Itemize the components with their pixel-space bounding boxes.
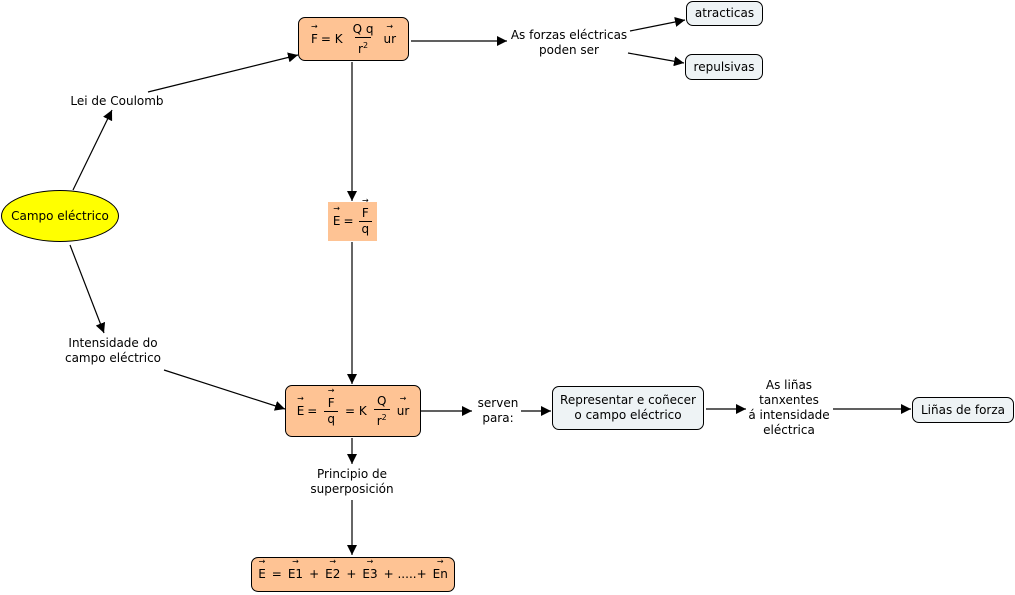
equals-K: = K [320, 31, 343, 46]
node-formula-superposicion[interactable]: E = E1 + E2 + E3 + .....+ En [251, 557, 455, 592]
denominator-r2: r2 [373, 408, 390, 429]
node-formula-e-definition[interactable]: E = F q [328, 202, 377, 241]
linas-tanxentes-text: As liñas tanxentes á intensidade eléctri… [748, 378, 830, 437]
edge-forzas-to-atracticas [629, 17, 686, 32]
formula-e-definition: E = F q [333, 206, 373, 237]
node-campo-electrico[interactable]: Campo eléctrico [1, 190, 119, 242]
vector-E: E [258, 567, 266, 582]
vector-F: F [311, 32, 318, 47]
representar-text: Representar e coñecer o campo eléctrico [560, 393, 696, 422]
edge-forzas-to-repulsivas [627, 52, 685, 67]
formula-coulomb: F = K Q q r2 ur [311, 22, 396, 57]
unit-vector-ur: ur [384, 32, 397, 47]
fraction-F-q: F q [358, 206, 373, 237]
den-r: r [358, 41, 363, 56]
label-forzas-electricas: As forzas eléctricas poden ser [505, 26, 633, 60]
fraction-Qq-r2: Q q r2 [350, 22, 377, 57]
unit-vector-ur: ur [397, 404, 410, 419]
intensidade-text: Intensidade do campo eléctrico [64, 336, 162, 365]
edge-campo-to-lei [72, 109, 113, 191]
vector-E: E [297, 404, 305, 419]
edge-intensidade-to-efull [163, 369, 286, 411]
label-serven-para: serven para: [472, 394, 524, 428]
equals-1: = [307, 403, 318, 418]
edge-lei-to-coulomb [147, 52, 299, 93]
label-principio-superposicion: Principio de superposición [300, 465, 404, 499]
node-representar[interactable]: Representar e coñecer o campo eléctrico [552, 386, 704, 430]
forzas-electricas-text: As forzas eléctricas poden ser [510, 28, 628, 57]
numerator-F: F [359, 206, 372, 221]
vector-E1: E1 [288, 567, 303, 582]
label-linas-tanxentes: As liñas tanxentes á intensidade eléctri… [742, 377, 836, 439]
denominator: r2 [355, 36, 372, 57]
denominator-q: q [358, 221, 373, 237]
node-linas-de-forza[interactable]: Liñas de forza [912, 397, 1014, 423]
principio-text: Principio de superposición [310, 467, 394, 496]
formula-superposicion: E = E1 + E2 + E3 + .....+ En [258, 567, 448, 582]
atracticas-text: atracticas [694, 6, 755, 20]
numerator-Q: Q [377, 393, 387, 408]
lei-de-coulomb-text: Lei de Coulomb [70, 93, 164, 108]
node-atracticas[interactable]: atracticas [686, 1, 763, 26]
plus-ellipsis: + .....+ [383, 567, 427, 581]
equals: = [271, 567, 282, 581]
vector-E3: E3 [362, 567, 377, 582]
numerator-F: F [325, 396, 338, 411]
repulsivas-text: repulsivas [693, 59, 755, 74]
linas-de-forza-text: Liñas de forza [920, 402, 1005, 417]
vector-E2: E2 [325, 567, 340, 582]
formula-e-full: E = F q = K Q r2 ur [297, 394, 410, 429]
equals: = [343, 214, 354, 228]
plus-1: + [309, 567, 320, 581]
serven-para-text: serven para: [477, 396, 519, 425]
den-r: r [376, 413, 382, 428]
denominator-q: q [324, 410, 338, 427]
label-intensidade: Intensidade do campo eléctrico [58, 334, 168, 368]
exponent: 2 [381, 412, 387, 422]
edge-campo-to-intensidade [69, 244, 106, 334]
node-repulsivas[interactable]: repulsivas [685, 54, 763, 80]
node-formula-e-full[interactable]: E = F q = K Q r2 ur [285, 385, 421, 437]
numerator: Q q [352, 21, 374, 36]
fraction-F-q: F q [324, 396, 338, 427]
vector-En: En [433, 567, 448, 582]
vector-E: E [333, 214, 341, 229]
equals-K: = K [344, 403, 367, 418]
label-lei-de-coulomb: Lei de Coulomb [62, 92, 172, 110]
exponent: 2 [362, 40, 369, 50]
fraction-Q-r2: Q r2 [373, 393, 390, 429]
plus-2: + [346, 567, 357, 581]
node-campo-electrico-label: Campo eléctrico [11, 208, 109, 223]
node-formula-coulomb[interactable]: F = K Q q r2 ur [298, 17, 409, 61]
